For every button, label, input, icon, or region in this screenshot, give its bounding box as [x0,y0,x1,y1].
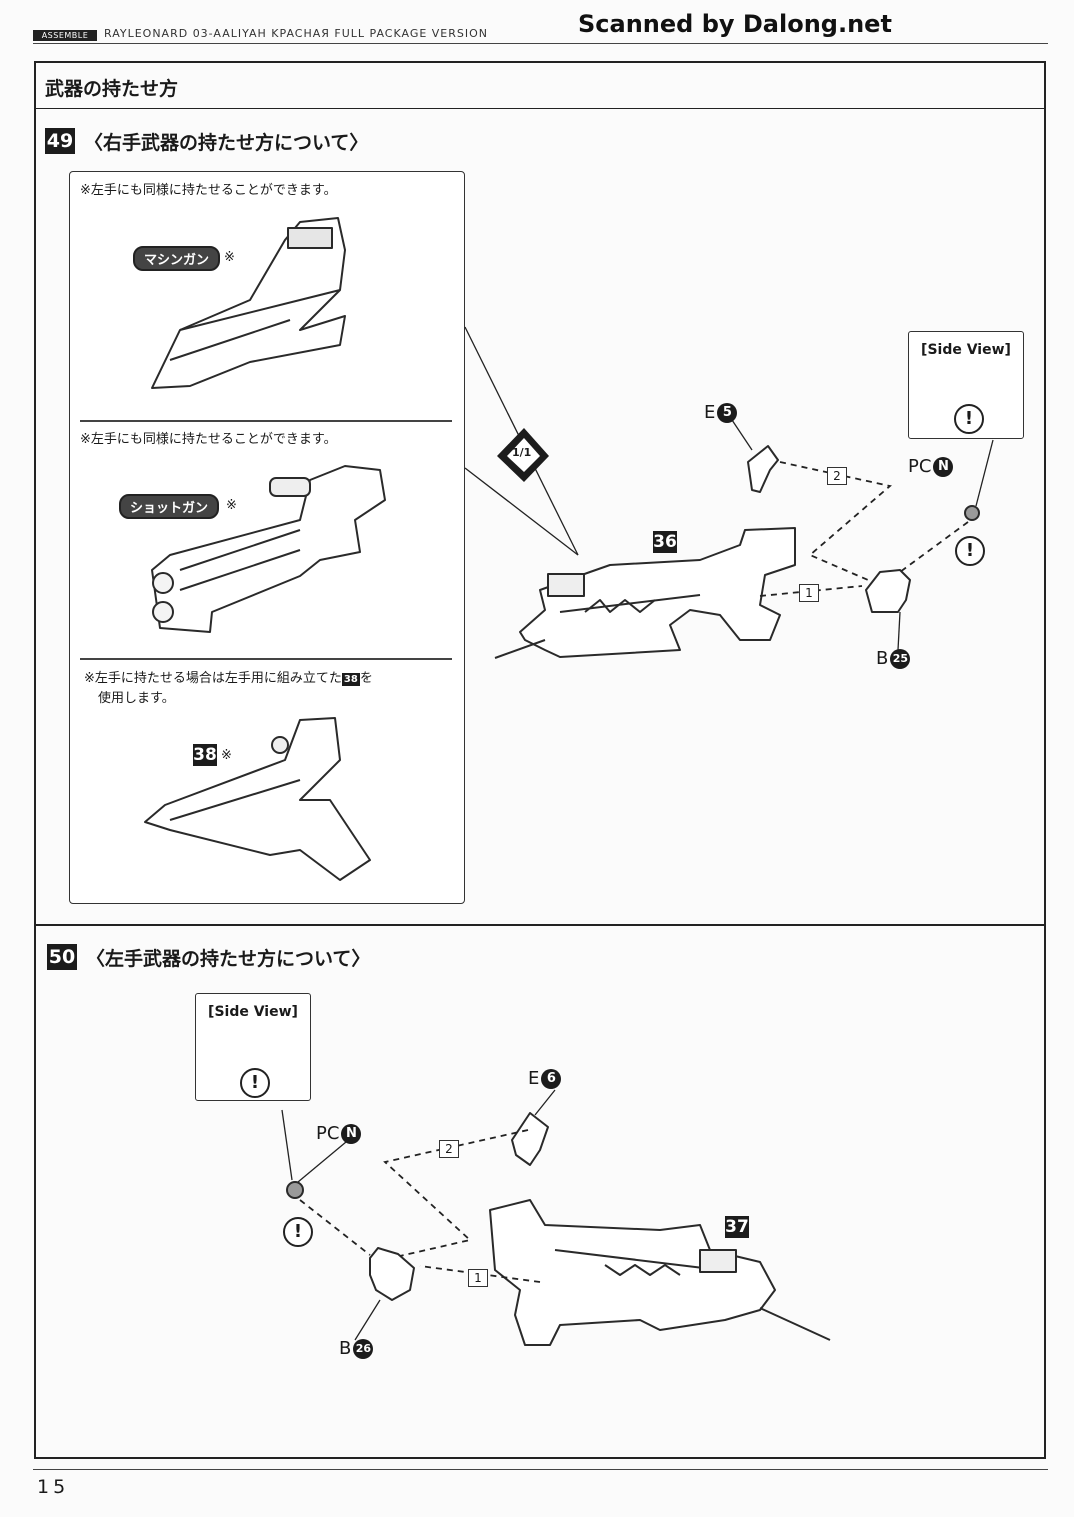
part-e6-number: 6 [541,1069,562,1089]
step-49-title: 〈右手武器の持たせ方について〉 [84,132,369,154]
part-e5-letter: E [704,402,716,423]
step-50-number: 50 [47,944,77,970]
side-view-box-50: [Side View] ! [195,993,311,1101]
assembly-37-badge: 37 [725,1216,749,1238]
zoom-diamond-icon [497,428,549,482]
pc-cap-left [286,1181,304,1199]
warning-icon: ! [955,536,985,566]
part-b-letter-50: B [339,1338,352,1359]
part-pc-letter-50: PC [316,1123,340,1144]
shotgun-drawing [151,465,386,633]
section-title-bar [36,63,1044,109]
warning-icon: ! [283,1217,313,1247]
part-e6-drawing [511,1112,549,1166]
footer-rule [33,1469,1048,1470]
step-49-number: 49 [45,128,75,154]
shotgun-note: ※左手にも同様に持たせることができます。 [80,432,337,447]
section-title: 武器の持たせ方 [45,78,179,100]
kit-title: RAYLEONARD 03-AALIYAH KPACHAЯ FULL PACKA… [104,27,489,40]
step-50-title: 〈左手武器の持たせ方について〉 [86,948,371,970]
side-view-title-49: [Side View] [921,342,1011,358]
part-e6-letter: E [528,1068,540,1089]
part-b25-number: 25 [890,649,911,669]
left-hand-note-line2: 使用します。 [98,691,175,706]
assemble-tag: ASSEMBLE [33,30,97,41]
zoom-label: 1/1 [512,446,532,459]
part-pc-number-50: N [341,1124,362,1144]
left-hand-note-ref: 38 [341,673,360,686]
machinegun-label: マシンガン [133,246,221,271]
rifle-36-drawing [519,527,796,658]
assembly-36-badge: 36 [653,531,677,553]
machinegun-asterisk: ※ [224,250,235,265]
part-e5-drawing [747,445,779,493]
sequence-2-49: 2 [827,467,847,485]
warning-icon: ! [954,404,984,434]
part-38-asterisk: ※ [221,748,232,763]
warning-icon: ! [240,1068,270,1098]
weapon-38-drawing [144,717,371,881]
sequence-1-49: 1 [799,584,819,602]
side-view-title-50: [Side View] [208,1004,298,1020]
part-38-badge: 38 [193,744,217,766]
left-hand-note-line1: ※左手に持たせる場合は左手用に組み立てた [84,671,342,686]
header-rule [33,43,1048,44]
hand-b26-drawing [369,1247,415,1301]
sequence-2-50: 2 [439,1140,459,1158]
part-e5-number: 5 [717,403,738,423]
sequence-1-50: 1 [468,1269,488,1287]
box-divider-2 [80,658,452,660]
part-pc-number: N [933,457,954,477]
pc-cap-right [964,505,980,521]
left-hand-note-line1b: を [359,671,373,686]
machinegun-note: ※左手にも同様に持たせることができます。 [80,183,337,198]
part-b-letter: B [876,648,889,669]
side-view-box-49: [Side View] ! [908,331,1024,439]
part-pc-letter: PC [908,456,932,477]
instruction-frame [34,61,1046,1459]
part-b26-number: 26 [353,1339,374,1359]
shotgun-asterisk: ※ [226,498,237,513]
box-divider-1 [80,420,452,422]
rifle-37-drawing [489,1199,776,1346]
shotgun-label: ショットガン [119,494,220,519]
machinegun-drawing [151,217,346,389]
scan-credit: Scanned by Dalong.net [578,10,892,38]
step-separator [36,924,1044,926]
page-number: 15 [37,1476,70,1498]
hand-b25-drawing [865,569,911,613]
